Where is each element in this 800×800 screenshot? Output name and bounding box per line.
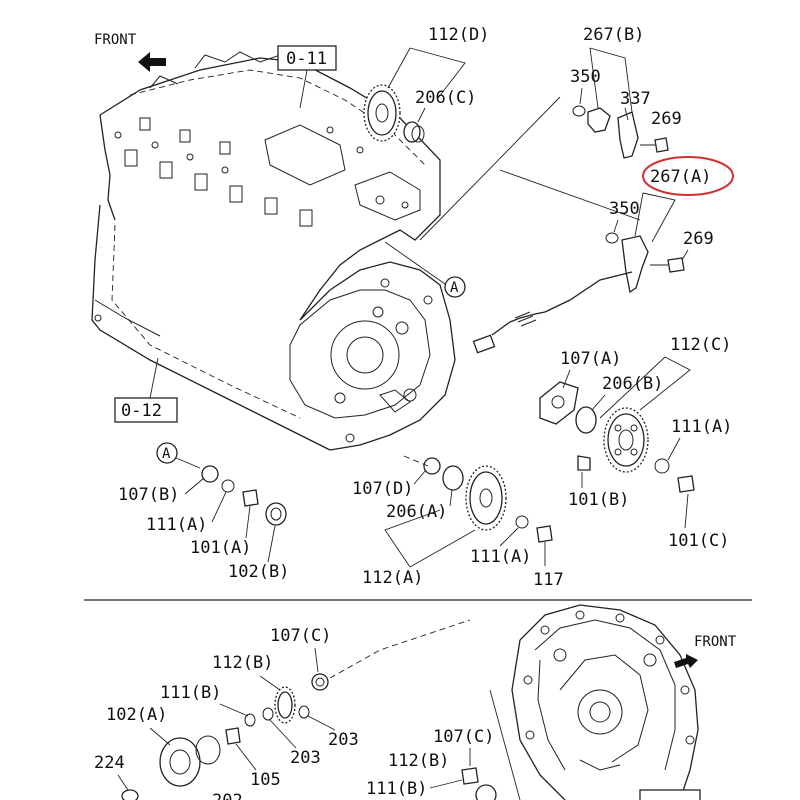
highlight-267a: [642, 156, 734, 196]
label-206c: 206(C): [415, 88, 476, 108]
ref-circle-a-upper-label: A: [450, 280, 459, 296]
label-202: 202: [212, 791, 243, 800]
label-111a-left: 111(A): [146, 515, 207, 535]
label-102a: 102(A): [106, 705, 167, 725]
label-111b-lower: 111(B): [366, 779, 427, 799]
bottom-parts-group: [121, 619, 521, 800]
label-206b: 206(B): [602, 374, 663, 394]
label-101b: 101(B): [568, 490, 629, 510]
label-206a: 206(A): [386, 502, 447, 522]
label-111a-center: 111(A): [470, 547, 531, 567]
front-label-top: FRONT: [94, 32, 137, 48]
front-label-bottom: FRONT: [694, 634, 737, 650]
label-267a: 267(A): [650, 167, 711, 187]
label-112b-upper: 112(B): [212, 653, 273, 673]
label-269-upper: 269: [651, 109, 682, 129]
front-indicator-top: FRONT: [94, 32, 166, 72]
ref-circle-a-upper: A: [384, 241, 466, 298]
ref-box-0-12: 0-12: [114, 357, 178, 423]
front-indicator-bottom: FRONT: [674, 634, 737, 668]
label-107d: 107(D): [352, 479, 413, 499]
bottom-labels: 107(C) 112(B) 111(B) 102(A) 203 203 105 …: [94, 626, 494, 800]
label-203-right: 203: [328, 730, 359, 750]
left-parts-group: [201, 465, 287, 526]
label-101c: 101(C): [668, 531, 729, 551]
label-111b-upper: 111(B): [160, 683, 221, 703]
label-203-left: 203: [290, 748, 321, 768]
front-arrow-top-icon: [138, 52, 166, 72]
label-112c: 112(C): [670, 335, 731, 355]
gear-112c-assembly: [539, 381, 695, 493]
label-117: 117: [533, 570, 564, 590]
label-269-lower: 269: [683, 229, 714, 249]
label-267b: 267(B): [583, 25, 644, 45]
gear-112d: [363, 84, 425, 143]
label-350-upper: 350: [570, 67, 601, 87]
front-arrow-bottom-icon: [674, 654, 698, 668]
sensor-267b: [572, 105, 669, 159]
label-107c-upper: 107(C): [270, 626, 331, 646]
label-112b-lower: 112(B): [388, 751, 449, 771]
ref-circle-a-lower-label: A: [162, 446, 171, 462]
ref-box-0-11: 0-11: [277, 45, 337, 109]
flywheel-housing: [511, 604, 701, 800]
label-107a: 107(A): [560, 349, 621, 369]
label-112a: 112(A): [362, 568, 423, 588]
engine-block: [91, 51, 456, 451]
label-224: 224: [94, 753, 125, 773]
ref-box-0-12-label: 0-12: [121, 401, 162, 421]
label-337: 337: [620, 89, 651, 109]
label-107b: 107(B): [118, 485, 179, 505]
label-112d: 112(D): [428, 25, 489, 45]
label-350-lower: 350: [609, 199, 640, 219]
gear-112a-assembly: [423, 457, 553, 543]
top-labels: 112(D) 206(C) 267(B) 350 337 269 267(A) …: [118, 25, 734, 590]
sensor-267a: [472, 232, 685, 354]
label-101a: 101(A): [190, 538, 251, 558]
ref-circle-a-lower: A: [156, 442, 201, 469]
ref-box-0-11-label: 0-11: [286, 49, 327, 69]
label-105: 105: [250, 770, 281, 790]
label-107c-lower: 107(C): [433, 727, 494, 747]
label-102b: 102(B): [228, 562, 289, 582]
label-111a-right: 111(A): [671, 417, 732, 437]
